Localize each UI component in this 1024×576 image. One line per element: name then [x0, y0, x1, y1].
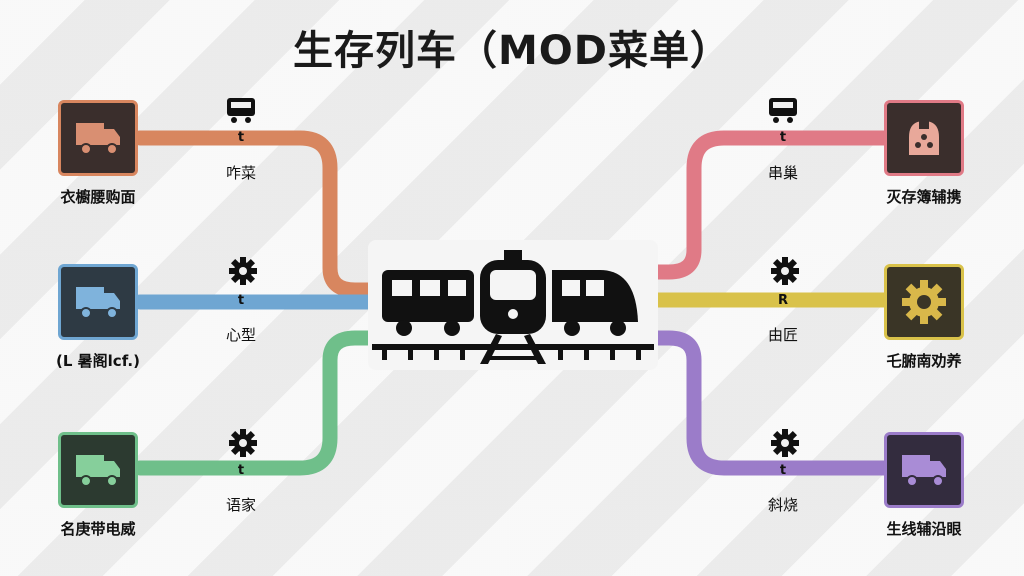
- node-label-left-bottom: 语家: [225, 496, 256, 514]
- node-label-right-mid: 由匠: [767, 326, 798, 344]
- tile-label-left-top: 衣櫥腰购面: [60, 188, 136, 206]
- node-letter-left-top: t: [237, 130, 245, 145]
- tile-label-right-top: 灭存簿辅携: [886, 188, 962, 206]
- tile-left-bottom[interactable]: [58, 432, 138, 508]
- node-letter-right-top: t: [779, 130, 787, 145]
- truck-icon: [76, 123, 120, 155]
- node-letter-left-mid: t: [237, 293, 245, 308]
- wire-right-bottom: [622, 330, 892, 476]
- tile-label-right-mid: 乇腑南劝养: [886, 352, 962, 370]
- node-label-left-top: 咋菜: [225, 164, 256, 182]
- truck-icon: [76, 455, 120, 487]
- tile-label-left-bottom: 名庚带电威: [60, 520, 136, 538]
- tile-left-mid[interactable]: [58, 264, 138, 340]
- tile-label-left-mid: (L 暑阁lcf.): [56, 352, 140, 370]
- helmet-icon: [909, 121, 939, 155]
- tile-right-mid[interactable]: [884, 264, 964, 340]
- node-label-left-mid: 心型: [225, 326, 256, 344]
- tile-right-top[interactable]: [884, 100, 964, 176]
- tile-left-top[interactable]: [58, 100, 138, 176]
- gear-icon[interactable]: [768, 256, 802, 286]
- train-icon: [368, 240, 658, 370]
- gear-icon: [902, 280, 946, 324]
- gear-icon[interactable]: [226, 256, 260, 286]
- gear-icon[interactable]: [226, 428, 260, 458]
- wire-left-top: [132, 130, 398, 298]
- wire-right-top: [622, 130, 892, 280]
- tile-right-bottom[interactable]: [884, 432, 964, 508]
- node-letter-right-mid: R: [777, 293, 788, 308]
- truck-icon: [76, 287, 120, 319]
- tile-label-right-bottom: 生线辅沿眼: [886, 520, 962, 538]
- node-letter-left-bottom: t: [237, 463, 245, 478]
- gear-icon[interactable]: [768, 428, 802, 458]
- wire-left-bottom: [132, 330, 398, 476]
- train-front-icon[interactable]: [766, 94, 800, 124]
- train-front-icon[interactable]: [224, 94, 258, 124]
- node-letter-right-bottom: t: [779, 463, 787, 478]
- truck-icon: [902, 455, 946, 487]
- page-title: 生存列车（MOD菜单）: [292, 28, 731, 74]
- node-label-right-bottom: 斜烧: [767, 496, 798, 514]
- node-label-right-top: 串巢: [767, 164, 798, 182]
